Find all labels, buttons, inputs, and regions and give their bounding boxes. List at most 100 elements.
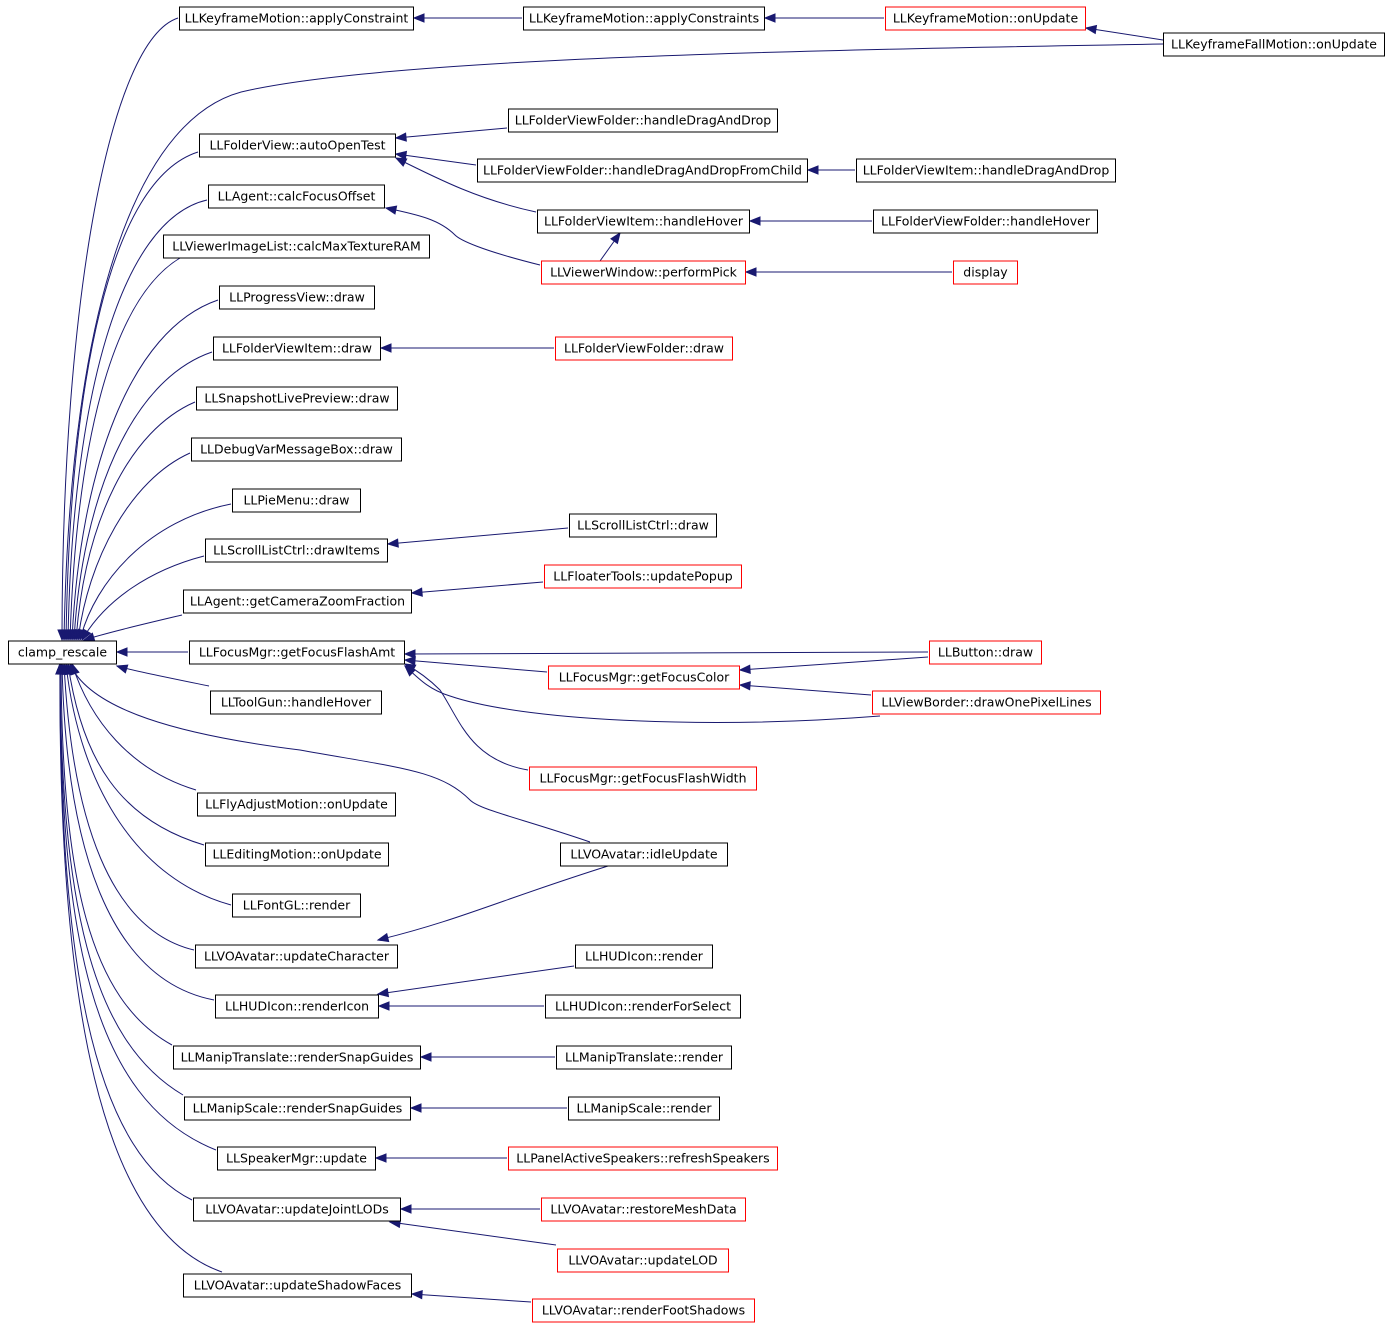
node-n27[interactable]: LLFocusMgr::getFocusColor (548, 665, 740, 690)
node-n42[interactable]: LLManipScale::render (568, 1096, 720, 1121)
node-box[interactable] (173, 1045, 421, 1070)
node-n31[interactable]: LLFlyAdjustMotion::onUpdate (197, 792, 396, 817)
truncated-node-box[interactable] (541, 1197, 746, 1222)
node-n44[interactable]: LLPanelActiveSpeakers::refreshSpeakers (508, 1146, 778, 1171)
node-box[interactable] (545, 994, 741, 1019)
node-box[interactable] (873, 209, 1098, 234)
node-box[interactable] (537, 209, 750, 234)
node-n4[interactable]: LLKeyframeFallMotion::onUpdate (1163, 32, 1385, 57)
node-n8[interactable]: LLFolderViewItem::handleDragAndDrop (856, 158, 1116, 183)
node-n1[interactable]: LLKeyframeMotion::applyConstraint (179, 6, 414, 31)
node-n33[interactable]: LLEditingMotion::onUpdate (205, 842, 389, 867)
node-n41[interactable]: LLManipScale::renderSnapGuides (184, 1096, 411, 1121)
node-n16[interactable]: LLFolderViewItem::draw (213, 336, 381, 361)
node-n15[interactable]: LLProgressView::draw (219, 285, 375, 310)
node-box[interactable] (210, 690, 382, 715)
node-box[interactable] (508, 108, 778, 133)
node-n12[interactable]: LLViewerWindow::performPick (541, 260, 746, 285)
node-box[interactable] (193, 1197, 401, 1222)
node-box[interactable] (205, 538, 388, 563)
node-n3[interactable]: LLKeyframeMotion::onUpdate (885, 6, 1086, 31)
node-n14[interactable]: LLViewerImageList::calcMaxTextureRAM (163, 234, 430, 259)
truncated-node-box[interactable] (548, 665, 740, 690)
truncated-node-box[interactable] (885, 6, 1086, 31)
node-box[interactable] (184, 1096, 411, 1121)
node-n28[interactable]: LLViewBorder::drawOnePixelLines (872, 690, 1101, 715)
node-n29[interactable]: LLFocusMgr::getFocusFlashWidth (529, 766, 757, 791)
truncated-node-box[interactable] (541, 260, 746, 285)
node-box[interactable] (569, 513, 717, 538)
node-box[interactable] (191, 437, 402, 462)
node-box[interactable] (568, 1096, 720, 1121)
node-n18[interactable]: LLSnapshotLivePreview::draw (196, 386, 398, 411)
node-box[interactable] (183, 589, 412, 614)
node-n21[interactable]: LLScrollListCtrl::drawItems (205, 538, 388, 563)
node-box[interactable] (232, 488, 361, 513)
node-n37[interactable]: LLHUDIcon::renderIcon (215, 994, 379, 1019)
node-n38[interactable]: LLHUDIcon::renderForSelect (545, 994, 741, 1019)
node-box[interactable] (560, 842, 728, 867)
truncated-node-box[interactable] (529, 766, 757, 791)
node-n26[interactable]: LLButton::draw (929, 640, 1042, 665)
node-n22[interactable]: LLScrollListCtrl::draw (569, 513, 717, 538)
node-n39[interactable]: LLManipTranslate::renderSnapGuides (173, 1045, 421, 1070)
node-box[interactable] (477, 158, 808, 183)
node-box[interactable] (575, 944, 713, 969)
node-n13[interactable]: display (953, 260, 1018, 285)
node-box[interactable] (219, 285, 375, 310)
node-box[interactable] (183, 1273, 412, 1298)
node-n43[interactable]: LLSpeakerMgr::update (217, 1146, 376, 1171)
node-n23[interactable]: LLAgent::getCameraZoomFraction (183, 589, 412, 614)
node-box[interactable] (1163, 32, 1385, 57)
node-box[interactable] (208, 184, 385, 209)
node-n20[interactable]: LLPieMenu::draw (232, 488, 361, 513)
node-n30[interactable]: LLToolGun::handleHover (210, 690, 382, 715)
node-n5[interactable]: LLFolderView::autoOpenTest (199, 133, 396, 158)
truncated-node-box[interactable] (532, 1298, 755, 1323)
node-n17[interactable]: LLFolderViewFolder::draw (555, 336, 733, 361)
node-n40[interactable]: LLManipTranslate::render (556, 1045, 732, 1070)
node-n36[interactable]: LLHUDIcon::render (575, 944, 713, 969)
node-box[interactable] (199, 133, 396, 158)
node-box[interactable] (232, 893, 361, 918)
node-n45[interactable]: LLVOAvatar::updateJointLODs (193, 1197, 401, 1222)
node-n9[interactable]: LLFolderViewItem::handleHover (537, 209, 750, 234)
node-n34[interactable]: LLFontGL::render (232, 893, 361, 918)
node-n24[interactable]: LLFloaterTools::updatePopup (544, 564, 742, 589)
node-box[interactable] (523, 6, 765, 31)
truncated-node-box[interactable] (544, 564, 742, 589)
node-n2[interactable]: LLKeyframeMotion::applyConstraints (523, 6, 765, 31)
truncated-node-box[interactable] (929, 640, 1042, 665)
node-box[interactable] (856, 158, 1116, 183)
node-n32[interactable]: LLVOAvatar::idleUpdate (560, 842, 728, 867)
truncated-node-box[interactable] (872, 690, 1101, 715)
truncated-node-box[interactable] (508, 1146, 778, 1171)
node-n6[interactable]: LLFolderViewFolder::handleDragAndDrop (508, 108, 778, 133)
root-node-box[interactable] (8, 640, 117, 665)
node-n47[interactable]: LLVOAvatar::updateLOD (557, 1248, 729, 1273)
node-box[interactable] (217, 1146, 376, 1171)
node-box[interactable] (556, 1045, 732, 1070)
node-box[interactable] (196, 386, 398, 411)
node-box[interactable] (189, 640, 405, 665)
node-n49[interactable]: LLVOAvatar::renderFootShadows (532, 1298, 755, 1323)
truncated-node-box[interactable] (555, 336, 733, 361)
node-box[interactable] (213, 336, 381, 361)
node-box[interactable] (179, 6, 414, 31)
node-n25[interactable]: LLFocusMgr::getFocusFlashAmt (189, 640, 405, 665)
node-box[interactable] (215, 994, 379, 1019)
node-box[interactable] (163, 234, 430, 259)
node-n10[interactable]: LLFolderViewFolder::handleHover (873, 209, 1098, 234)
node-n7[interactable]: LLFolderViewFolder::handleDragAndDropFro… (477, 158, 808, 183)
node-box[interactable] (205, 842, 389, 867)
node-n35[interactable]: LLVOAvatar::updateCharacter (195, 944, 398, 969)
node-n46[interactable]: LLVOAvatar::restoreMeshData (541, 1197, 746, 1222)
truncated-node-box[interactable] (953, 260, 1018, 285)
node-n19[interactable]: LLDebugVarMessageBox::draw (191, 437, 402, 462)
node-n48[interactable]: LLVOAvatar::updateShadowFaces (183, 1273, 412, 1298)
node-n0[interactable]: clamp_rescale (8, 640, 117, 665)
truncated-node-box[interactable] (557, 1248, 729, 1273)
node-n11[interactable]: LLAgent::calcFocusOffset (208, 184, 385, 209)
node-box[interactable] (195, 944, 398, 969)
node-box[interactable] (197, 792, 396, 817)
